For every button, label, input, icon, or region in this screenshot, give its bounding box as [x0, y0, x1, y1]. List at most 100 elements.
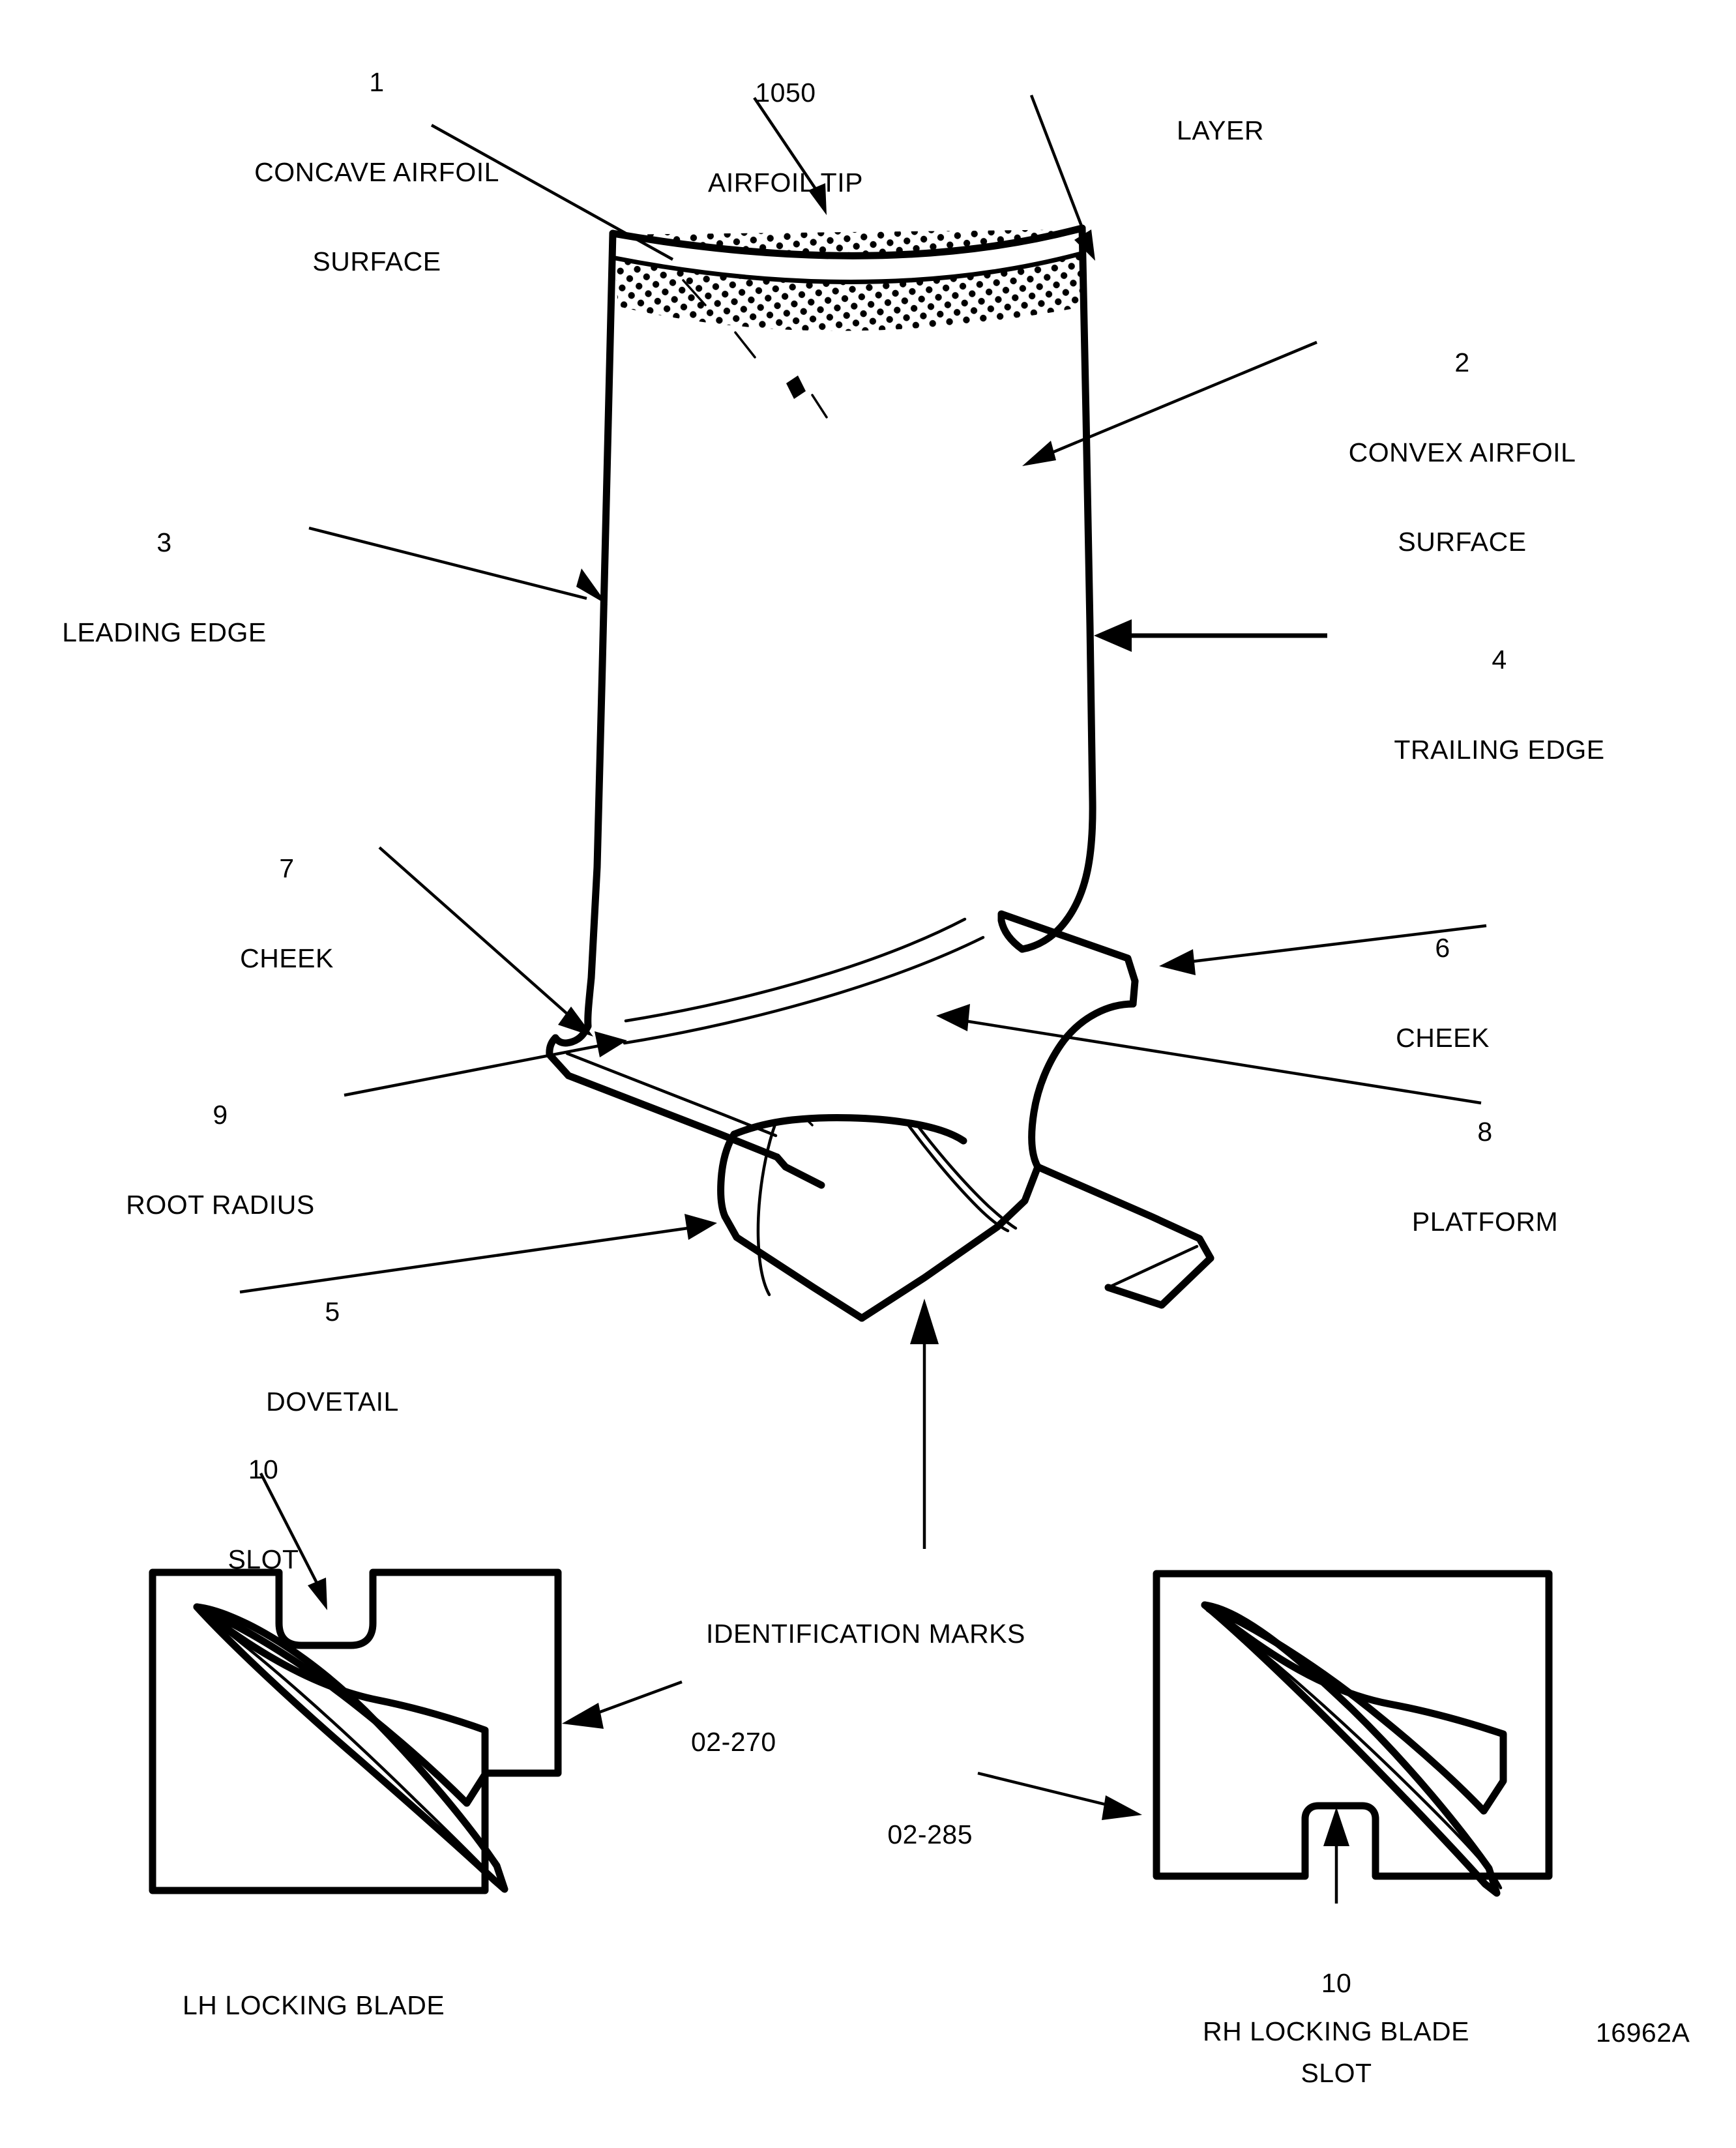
rh-airfoil-section	[1201, 1601, 1501, 1897]
callout-text-convex-line1: CONVEX AIRFOIL	[1348, 437, 1576, 467]
arrowhead-identification-marks	[910, 1299, 939, 1344]
callout-text-leading-edge: LEADING EDGE	[62, 617, 267, 647]
arrowhead-part-lh	[562, 1703, 604, 1729]
compressor-blade-nomenclature-figure: 1 CONCAVE AIRFOIL SURFACE 1050 AIRFOIL T…	[62, 8, 1690, 2088]
platform-right-lower-end	[1104, 1254, 1214, 1309]
part-number-rh-text: 02-285	[887, 1819, 973, 1849]
arrowhead-leading-edge	[576, 568, 608, 605]
platform-left-wing-front	[546, 1034, 781, 1161]
callout-text-identification-marks: IDENTIFICATION MARKS	[706, 1618, 1025, 1649]
leader-airfoil-tip	[753, 96, 821, 197]
blade-airfoil	[584, 224, 1096, 1030]
leader-platform	[964, 1019, 1482, 1105]
airfoil-tip-upper-edge	[609, 224, 1086, 259]
airfoil-tip-lower-edge	[613, 250, 1086, 284]
callout-text-cheek-right: CHEEK	[1396, 1022, 1490, 1053]
dovetail-right-lower	[858, 1163, 1042, 1322]
callout-cheek-right: 6 CHEEK	[1396, 874, 1490, 1113]
arrowhead-convex-airfoil	[1022, 441, 1056, 466]
callout-text-root-radius: ROOT RADIUS	[126, 1189, 315, 1220]
rh-airfoil-upper-sweep	[1201, 1601, 1507, 1815]
dovetail-top-edge	[730, 1114, 967, 1145]
arrowhead-layer	[1074, 229, 1095, 261]
leader-convex-airfoil	[1042, 340, 1317, 458]
tip-inner-tick-1	[682, 279, 707, 306]
tip-inner-tick-3	[786, 375, 806, 399]
part-number-rh: 02-285	[887, 1760, 973, 1910]
arrowhead-cheek-left	[558, 1007, 593, 1037]
callout-number-4: 4	[1492, 644, 1507, 675]
callout-text-platform: PLATFORM	[1411, 1206, 1559, 1237]
platform-right-wing-under	[1028, 1000, 1137, 1171]
arrowhead-part-rh	[1102, 1795, 1142, 1820]
leader-root-radius	[344, 1044, 600, 1097]
callout-text-layer: LAYER	[1177, 115, 1264, 145]
lh-airfoil-upper-sweep	[193, 1603, 489, 1807]
dovetail-inner-fold-right-b	[913, 1121, 1018, 1230]
platform-right-cheek-edge	[1129, 977, 1139, 1008]
callout-layer: LAYER	[1177, 56, 1264, 206]
part-number-lh-text: 02-270	[691, 1726, 776, 1757]
callout-number-10-lh: 10	[248, 1454, 279, 1484]
platform-left-wing-tip	[773, 1153, 825, 1189]
figure-id: 16962A	[1596, 1958, 1690, 2108]
dovetail-top-nick	[806, 1119, 814, 1126]
convex-airfoil-surface-edge	[1018, 224, 1096, 953]
callout-number-9: 9	[213, 1099, 228, 1130]
callout-slot-lh: 10 SLOT	[228, 1395, 299, 1634]
arrowhead-platform	[936, 1004, 970, 1031]
callout-number-1050: 1050	[755, 77, 816, 108]
callout-concave-airfoil-surface: 1 CONCAVE AIRFOIL SURFACE	[254, 8, 499, 337]
leader-leading-edge	[308, 526, 587, 600]
lh-blade-body-outline	[149, 1568, 562, 1894]
platform-right-fold-2	[1106, 1244, 1199, 1289]
callout-number-1: 1	[369, 66, 385, 97]
callout-cheek-left: 7 CHEEK	[240, 794, 334, 1033]
caption-lh-locking-blade: LH LOCKING BLADE	[183, 1931, 445, 2081]
callout-number-8: 8	[1477, 1116, 1493, 1147]
callout-number-2: 2	[1454, 347, 1470, 377]
platform-right-wing-upper	[997, 910, 1139, 985]
callout-number-3: 3	[156, 527, 172, 557]
blade-platform	[546, 910, 1214, 1309]
dovetail-left-lower	[721, 1213, 866, 1322]
rh-blade-body-outline	[1153, 1570, 1553, 1880]
callout-airfoil-tip: 1050 AIRFOIL TIP	[708, 18, 863, 257]
leader-dovetail	[239, 1226, 688, 1294]
figure-linework	[149, 95, 1553, 1904]
callout-convex-airfoil-surface: 2 CONVEX AIRFOIL SURFACE	[1349, 288, 1576, 617]
callout-dovetail: 5 DOVETAIL	[266, 1237, 399, 1477]
callout-number-5: 5	[325, 1296, 340, 1327]
callout-trailing-edge: 4 TRAILING EDGE	[1394, 585, 1604, 825]
lh-airfoil-camber-line	[198, 1610, 501, 1886]
callout-text-concave-line1: CONCAVE AIRFOIL	[254, 156, 499, 187]
callout-text-dovetail: DOVETAIL	[266, 1386, 399, 1417]
arrowhead-cheek-right	[1159, 949, 1196, 975]
arrowhead-airfoil-tip	[808, 183, 827, 215]
callout-text-convex-line2: SURFACE	[1398, 527, 1527, 557]
tip-inner-tick-4	[811, 394, 828, 419]
arrowhead-slot-rh	[1323, 1807, 1349, 1846]
callout-root-radius: 9 ROOT RADIUS	[126, 1040, 315, 1280]
caption-rh-text: RH LOCKING BLADE	[1203, 2016, 1469, 2046]
part-number-lh: 02-270	[691, 1668, 776, 1817]
leader-slot-lh	[259, 1472, 321, 1589]
callout-leading-edge: 3 LEADING EDGE	[62, 468, 267, 707]
callout-number-7: 7	[279, 853, 295, 883]
callout-text-slot-lh: SLOT	[228, 1544, 299, 1574]
callout-text-airfoil-tip: AIRFOIL TIP	[708, 167, 863, 198]
dovetail-left-upper	[717, 1130, 738, 1220]
callout-text-trailing-edge: TRAILING EDGE	[1394, 734, 1605, 765]
callout-text-cheek-left: CHEEK	[240, 943, 334, 973]
tip-inner-tick-2	[734, 331, 756, 359]
arrowhead-dovetail	[684, 1214, 717, 1240]
leader-concave-airfoil	[430, 124, 674, 261]
leader-cheek-right	[1186, 924, 1487, 964]
leader-layer	[1029, 95, 1089, 242]
caption-rh-locking-blade: RH LOCKING BLADE	[1203, 1957, 1469, 2107]
arrowhead-root-radius	[595, 1031, 627, 1057]
leader-part-rh	[977, 1771, 1111, 1808]
platform-top-curve-2	[623, 935, 985, 1045]
rh-airfoil-camber-line	[1205, 1608, 1503, 1890]
figure-id-text: 16962A	[1596, 2017, 1690, 2048]
